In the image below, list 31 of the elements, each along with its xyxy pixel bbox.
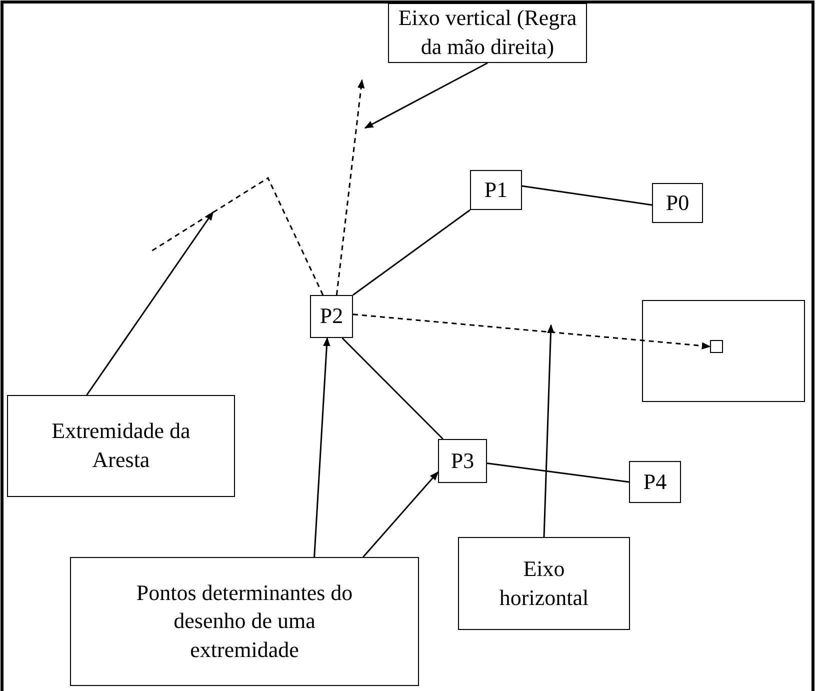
connector-line	[150, 176, 324, 296]
point-box	[470, 170, 522, 210]
node-label: P4	[643, 468, 667, 496]
arrow	[543, 324, 554, 538]
node-label: P0	[666, 188, 690, 217]
node-label: Extremidade da Aresta	[50, 417, 192, 474]
empty-box	[642, 300, 805, 402]
arrow	[314, 337, 330, 558]
point-box	[652, 183, 703, 223]
node-label: Eixo horizontal	[498, 554, 590, 612]
arrow	[362, 471, 439, 558]
node-label: P2	[320, 302, 344, 330]
node-label: Pontos determinantes do desenho de uma extremidade	[135, 578, 354, 664]
point-box	[310, 295, 353, 338]
node-label: P3	[450, 446, 474, 475]
arrow	[336, 79, 365, 296]
callout-box	[458, 537, 630, 630]
arrow	[352, 314, 711, 350]
arrow	[86, 211, 214, 396]
connector-line	[486, 462, 630, 483]
arrow	[364, 62, 488, 129]
empty-box	[710, 340, 722, 352]
connector-line	[342, 337, 444, 440]
point-box	[438, 439, 487, 483]
callout-box	[70, 557, 419, 686]
node-label: P1	[484, 176, 508, 204]
connector-line	[522, 185, 652, 206]
node-label: Eixo vertical (Regra da mão direita)	[397, 4, 578, 61]
point-box	[629, 461, 681, 503]
connector-line	[352, 209, 470, 296]
callout-box	[7, 395, 235, 497]
